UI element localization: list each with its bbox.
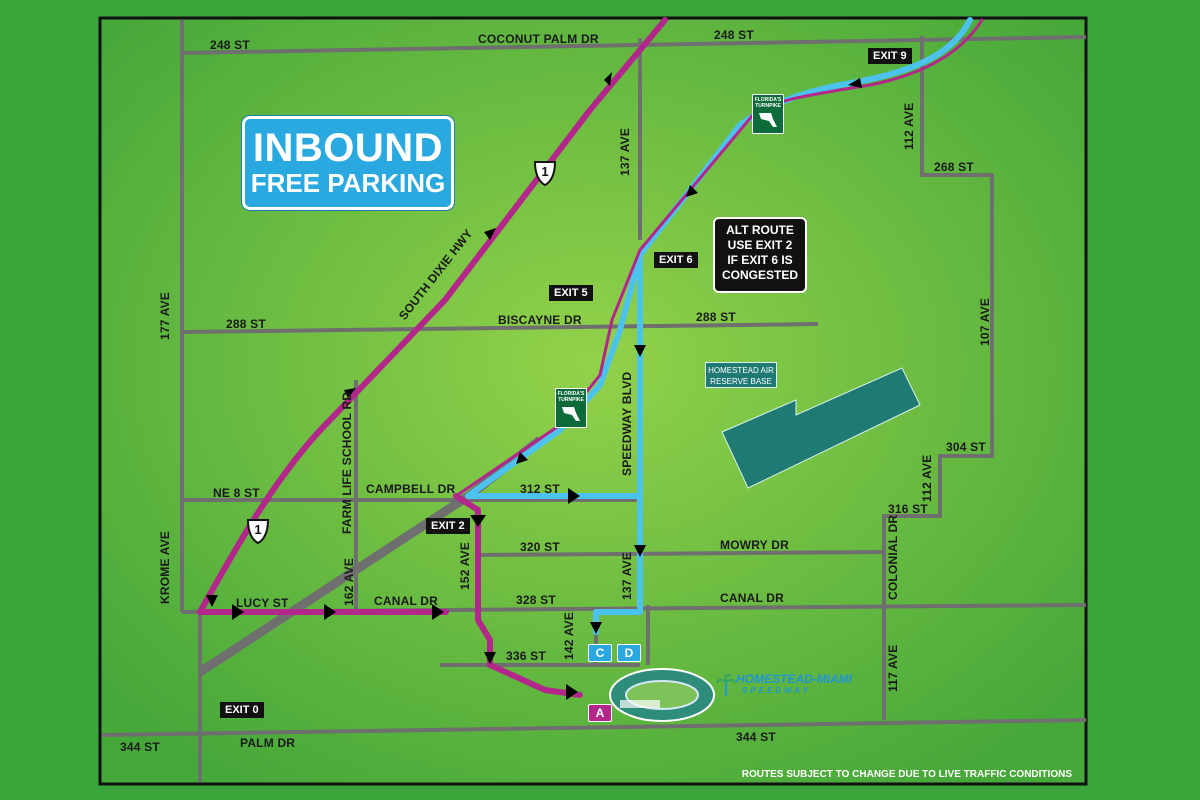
arrow [848,78,862,88]
road-344-st [101,718,1087,737]
street-label: 162 AVE [342,557,356,606]
speedway-logo: HOMESTEAD-MIAMI SPEEDWAY [716,670,852,700]
street-label: KROME AVE [158,530,172,604]
lot-c-marker: C [588,644,612,662]
arrow [344,388,356,398]
arrow [484,228,496,240]
arrow [432,604,444,620]
street-label: NE 8 ST [213,486,260,500]
street-label: CANAL DR [720,591,785,605]
speedway-track [609,668,715,722]
road-320-st [479,550,885,557]
street-label: 107 AVE [978,297,992,346]
speedway-logo-line-2: SPEEDWAY [742,686,811,695]
street-label: COLONIAL DR [886,514,900,600]
arrow [206,595,218,607]
road-288-st [181,322,819,334]
street-label: 177 AVE [158,291,172,340]
turnpike-text: FLORIDA'S TURNPIKE [754,97,782,109]
arrow [470,515,486,527]
speedway-logo-line-1: HOMESTEAD-MIAMI [736,672,852,686]
street-label: MOWRY DR [720,538,789,552]
arrow [324,604,336,620]
arrow [568,488,580,504]
arrow [634,545,646,557]
street-label: 304 ST [946,440,986,454]
traffic-disclaimer: ROUTES SUBJECT TO CHANGE DUE TO LIVE TRA… [741,769,1072,780]
street-label: COCONUT PALM DR [478,32,599,46]
street-label: 248 ST [210,38,250,52]
arrow [484,652,496,664]
street-label: 137 AVE [620,551,634,600]
shield-number: 1 [254,522,262,537]
arrow [566,684,578,700]
arrow [634,345,646,357]
arrow [604,72,612,86]
lot-a-marker: A [588,704,612,722]
exit-2-label: EXIT 2 [426,518,470,534]
arrow [232,604,244,620]
arrow [516,452,528,464]
street-label: 336 ST [506,649,546,663]
title-line-2: FREE PARKING [250,168,446,198]
street-label: SPEEDWAY BLVD [620,371,634,476]
inbound-title: INBOUND FREE PARKING [242,116,454,210]
street-label: 152 AVE [458,541,472,590]
street-label: 112 AVE [920,454,934,502]
street-label: CANAL DR [374,594,439,608]
street-label: 117 AVE [886,644,900,692]
base-label: HOMESTEAD AIR RESERVE BASE [705,362,777,388]
street-label: 288 ST [226,317,266,331]
arrow [590,622,602,634]
street-label: LUCY ST [236,596,289,610]
road-112-107-ave [882,36,994,720]
street-label: 316 ST [888,502,928,516]
exit-0-label: EXIT 0 [220,702,264,718]
base-label-line-1: HOMESTEAD AIR [708,366,774,375]
street-label: 288 ST [696,310,736,324]
turnpike-sign-icon: FLORIDA'S TURNPIKE [752,94,784,134]
street-label: PALM DR [240,736,296,750]
turnpike-text: FLORIDA'S TURNPIKE [557,391,585,403]
street-label: 328 ST [516,593,556,607]
lot-d-marker: D [617,644,641,662]
street-label: 344 ST [736,730,776,744]
exit-9-label: EXIT 9 [868,48,912,64]
shield-number: 1 [541,164,549,179]
street-label: CAMPBELL DR [366,482,456,496]
exit-6-label: EXIT 6 [654,252,698,268]
street-label: 112 AVE [902,102,916,150]
street-label: 137 AVE [618,127,632,176]
palm-tree-icon [716,674,736,696]
street-label: 268 ST [934,160,974,174]
street-label: 312 ST [520,482,560,496]
street-label: 320 ST [520,540,560,554]
route-arrows [206,72,862,700]
street-label: 248 ST [714,28,754,42]
exit-5-label: EXIT 5 [549,285,593,301]
alt-route-line-3: IF EXIT 6 IS [727,253,793,267]
street-label: BISCAYNE DR [498,313,582,327]
alt-route-line-1: ALT ROUTE [726,223,794,237]
road-248-st [179,35,1087,55]
arrow [686,185,698,197]
title-line-1: INBOUND [252,126,444,170]
air-reserve-base [721,367,921,489]
alt-route-line-4: CONGESTED [721,268,798,282]
turnpike-sign-icon: FLORIDA'S TURNPIKE [555,388,587,428]
alt-route-line-2: USE EXIT 2 [727,238,793,252]
street-label: FARM LIFE SCHOOL RD [340,391,354,534]
us1-shield-icon: 1 [533,160,557,187]
us1-shield-icon: 1 [246,518,270,545]
alt-route-note: ALT ROUTE USE EXIT 2 IF EXIT 6 IS CONGES… [713,217,807,293]
road-campbell [197,491,473,676]
base-label-line-2: RESERVE BASE [710,377,772,386]
street-label: 142 AVE [562,611,576,660]
street-label: 344 ST [120,740,160,754]
